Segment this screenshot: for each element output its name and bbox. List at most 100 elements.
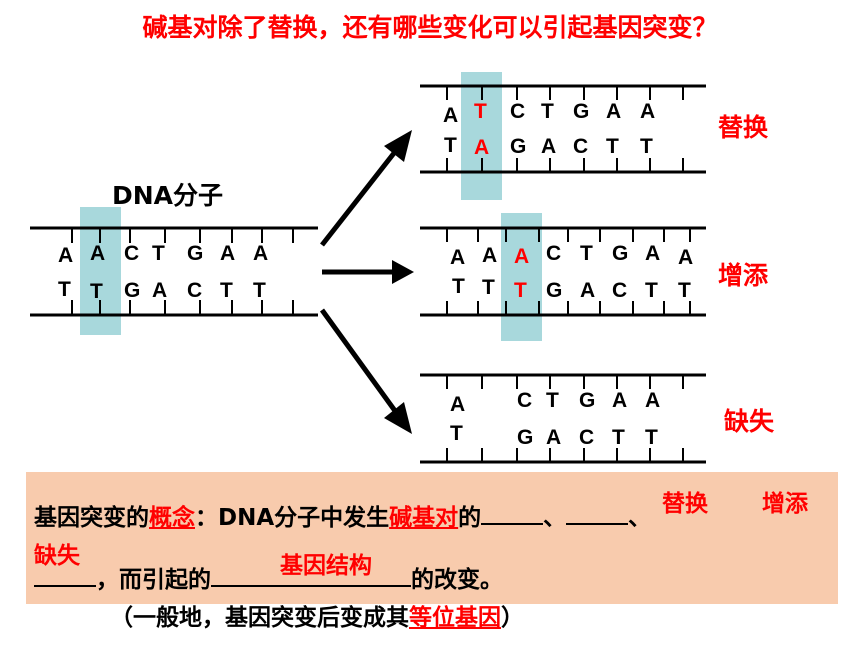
arrow-down-head: [384, 402, 412, 434]
concept-line-1: 基因突变的概念：DNA分子中发生碱基对的 、 、: [34, 498, 651, 532]
arrow-down: [319, 308, 401, 417]
base: T: [152, 242, 165, 265]
concept-term: 概念: [149, 505, 195, 531]
insertion-dna: [420, 226, 706, 317]
base: G: [579, 389, 595, 412]
arrow-up: [320, 146, 400, 247]
concept-end: 的改变。: [411, 567, 503, 593]
original-dna: [30, 226, 318, 317]
substitution-dna: [420, 84, 706, 174]
base: A: [678, 246, 693, 269]
base: A: [152, 279, 167, 302]
base: T: [546, 389, 559, 412]
base: T: [220, 279, 233, 302]
deletion-label: 缺失: [724, 407, 775, 436]
base: A: [645, 389, 660, 412]
base: T: [640, 135, 653, 158]
base: A: [482, 244, 497, 267]
blank-2: [566, 501, 629, 525]
base: T: [482, 276, 495, 299]
base: A: [606, 100, 621, 123]
dna-molecule-label: DNA分子: [112, 181, 224, 210]
separator-1: 、: [543, 505, 567, 531]
substitution-bases: A T C T G A A T A G A C T T: [443, 100, 655, 159]
base: C: [546, 242, 561, 265]
base: G: [187, 242, 203, 265]
base: T: [606, 135, 619, 158]
base: G: [573, 100, 589, 123]
base: T: [580, 242, 593, 265]
question-title: 碱基对除了替换，还有哪些变化可以引起基因突变？: [142, 13, 718, 42]
base: T: [253, 279, 266, 302]
mutated-base: T: [474, 100, 487, 123]
concept-box: [26, 472, 838, 604]
note-open: （一般地，基因突变后变成其: [110, 605, 409, 631]
base: A: [541, 135, 556, 158]
base: C: [124, 242, 139, 265]
base: T: [444, 134, 457, 157]
insertion-bases: A A A C T G A A T T T G A C T T: [450, 242, 693, 302]
base: C: [573, 135, 588, 158]
inserted-base: T: [514, 279, 527, 302]
base: C: [187, 279, 202, 302]
base: A: [640, 100, 655, 123]
base: C: [517, 389, 532, 412]
base: T: [612, 426, 625, 449]
base: G: [517, 426, 533, 449]
arrow-up-head: [384, 130, 412, 162]
concept-line-2: ，而引起的 的改变。: [34, 560, 503, 594]
base: C: [612, 279, 627, 302]
base: T: [58, 278, 71, 301]
base: G: [546, 279, 562, 302]
base: A: [450, 393, 465, 416]
substitution-label: 替换: [718, 113, 769, 142]
base: A: [90, 242, 105, 265]
base-pair-term: 碱基对: [389, 505, 459, 531]
base: A: [612, 389, 627, 412]
original-bases: A A C T G A A T T G A C T T: [58, 242, 268, 303]
blank-4: [211, 563, 411, 587]
deletion-bases: A C T G A A T G A C T T: [450, 389, 660, 449]
allele-term: 等位基因: [409, 605, 501, 631]
base: G: [124, 279, 140, 302]
base: A: [450, 246, 465, 269]
base: A: [58, 244, 73, 267]
concept-mid: ，而引起的: [96, 567, 211, 593]
base: T: [645, 279, 658, 302]
concept-de: 的: [458, 505, 482, 531]
dna-mutation-diagram: A A C T G A A T T G A C T T: [30, 72, 706, 464]
base: G: [510, 135, 526, 158]
insertion-highlight: [501, 213, 542, 341]
base: A: [546, 426, 561, 449]
blank-1: [481, 501, 544, 525]
separator-2: 、: [628, 505, 652, 531]
answer-insertion: 增添: [762, 491, 808, 517]
note: （一般地，基因突变后变成其等位基因）: [110, 598, 524, 632]
base: T: [541, 100, 554, 123]
base: T: [450, 422, 463, 445]
arrows: [319, 130, 414, 434]
base: A: [645, 242, 660, 265]
base: T: [90, 280, 103, 303]
answer-substitution: 替换: [662, 491, 708, 517]
base: G: [612, 242, 628, 265]
mutated-base: A: [474, 136, 489, 159]
base: C: [510, 100, 525, 123]
base: T: [678, 279, 691, 302]
blank-3: [34, 563, 96, 587]
base: C: [579, 426, 594, 449]
base: T: [645, 426, 658, 449]
concept-colon-part: ：DNA分子中发生: [195, 505, 390, 531]
concept-prefix: 基因突变的: [34, 505, 149, 531]
base: A: [580, 279, 595, 302]
base: A: [253, 242, 268, 265]
base: A: [443, 104, 458, 127]
note-close: ）: [501, 605, 524, 631]
deletion-dna: [420, 373, 706, 464]
base: T: [452, 275, 465, 298]
arrow-right-head: [392, 260, 414, 284]
answer-deletion: 缺失: [34, 543, 80, 569]
inserted-base: A: [514, 245, 529, 268]
insertion-label: 增添: [718, 261, 769, 290]
answer-gene-structure: 基因结构: [280, 553, 372, 579]
